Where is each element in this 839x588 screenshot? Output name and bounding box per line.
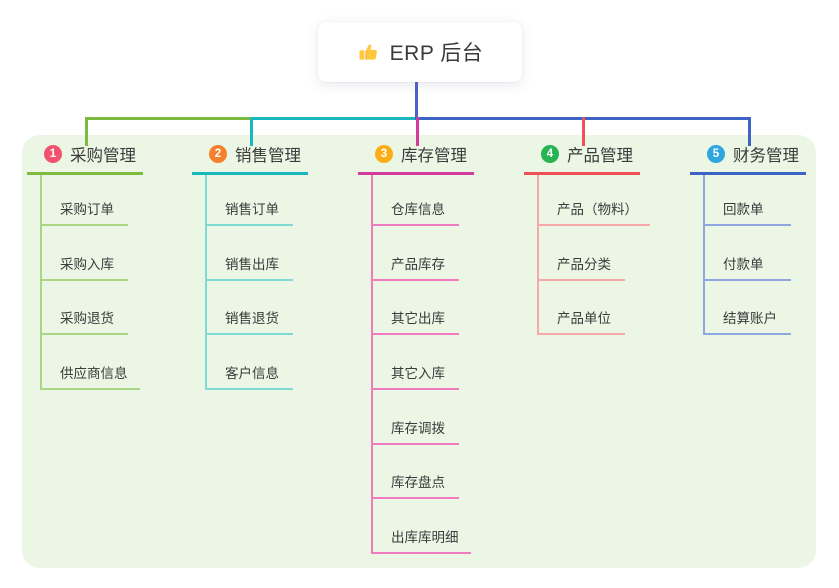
branch-1: 1 采购管理 采购订单采购入库采购退货供应商信息 bbox=[27, 135, 143, 391]
child-label: 产品单位 bbox=[557, 311, 611, 327]
child-node[interactable]: 采购订单 bbox=[42, 175, 128, 226]
child-node[interactable]: 库存调拨 bbox=[373, 390, 459, 445]
branch-label: 销售管理 bbox=[235, 146, 301, 165]
drop-line-1 bbox=[85, 116, 88, 146]
child-label: 库存盘点 bbox=[391, 475, 445, 491]
branch-3: 3 库存管理 仓库信息产品库存其它出库其它入库库存调拨库存盘点出库库明细 bbox=[358, 135, 474, 555]
child-label: 付款单 bbox=[723, 256, 764, 272]
child-label: 供应商信息 bbox=[60, 366, 128, 382]
drop-line-2 bbox=[250, 116, 253, 146]
branch-header[interactable]: 4 产品管理 bbox=[524, 135, 640, 175]
branch-header[interactable]: 2 销售管理 bbox=[192, 135, 308, 175]
child-label: 出库库明细 bbox=[391, 530, 459, 546]
bus-line-sales bbox=[250, 116, 418, 120]
child-node[interactable]: 销售退货 bbox=[207, 281, 293, 336]
child-label: 结算账户 bbox=[723, 311, 777, 327]
child-label: 库存调拨 bbox=[391, 420, 445, 436]
child-label: 其它出库 bbox=[391, 311, 445, 327]
child-label: 采购入库 bbox=[60, 256, 114, 272]
child-label: 销售订单 bbox=[225, 202, 279, 217]
branch-number-badge: 3 bbox=[375, 144, 393, 163]
branch-5: 5 财务管理 回款单付款单结算账户 bbox=[690, 135, 806, 336]
branch-4: 4 产品管理 产品（物料） 产品分类产品单位 bbox=[524, 135, 650, 336]
branch-number-badge: 2 bbox=[209, 144, 227, 163]
child-node[interactable]: 结算账户 bbox=[705, 281, 791, 336]
child-node[interactable]: 产品单位 bbox=[539, 281, 625, 336]
branch-header[interactable]: 5 财务管理 bbox=[690, 135, 806, 175]
drop-line-5 bbox=[748, 116, 751, 146]
child-node[interactable]: 其它入库 bbox=[373, 335, 459, 391]
child-node[interactable]: 付款单 bbox=[705, 226, 791, 281]
child-label: 仓库信息 bbox=[391, 202, 445, 217]
branch-number-badge: 1 bbox=[44, 144, 62, 163]
branch-label: 财务管理 bbox=[733, 146, 799, 165]
child-node[interactable]: 出库库明细 bbox=[373, 499, 471, 555]
branch-label: 库存管理 bbox=[401, 146, 467, 165]
child-node[interactable]: 采购入库 bbox=[42, 226, 128, 281]
child-node[interactable]: 回款单 bbox=[705, 175, 791, 226]
child-label: 产品分类 bbox=[557, 256, 611, 272]
child-node[interactable]: 仓库信息 bbox=[373, 175, 459, 226]
child-label: 产品库存 bbox=[391, 256, 445, 272]
child-node[interactable]: 库存盘点 bbox=[373, 445, 459, 500]
child-node[interactable]: 采购退货 bbox=[42, 281, 128, 336]
child-label: 其它入库 bbox=[391, 366, 445, 382]
branch-children: 回款单付款单结算账户 bbox=[703, 175, 806, 336]
child-node[interactable]: 客户信息 bbox=[207, 335, 293, 391]
branch-children: 产品（物料） 产品分类产品单位 bbox=[537, 175, 650, 336]
branch-children: 销售订单销售出库销售退货客户信息 bbox=[205, 175, 308, 391]
child-label: 产品（物料） bbox=[557, 202, 638, 217]
thumbs-up-icon bbox=[357, 41, 380, 64]
branch-2: 2 销售管理 销售订单销售出库销售退货客户信息 bbox=[192, 135, 308, 391]
branch-number-badge: 4 bbox=[541, 144, 559, 163]
drop-line-3 bbox=[416, 116, 419, 146]
branch-number-badge: 5 bbox=[707, 144, 725, 163]
child-node[interactable]: 销售出库 bbox=[207, 226, 293, 281]
child-label: 客户信息 bbox=[225, 366, 279, 382]
child-label: 销售退货 bbox=[225, 311, 279, 327]
branch-children: 仓库信息产品库存其它出库其它入库库存调拨库存盘点出库库明细 bbox=[371, 175, 474, 555]
child-node[interactable]: 产品分类 bbox=[539, 226, 625, 281]
child-node[interactable]: 产品库存 bbox=[373, 226, 459, 281]
mindmap-panel bbox=[22, 135, 816, 568]
branch-header[interactable]: 1 采购管理 bbox=[27, 135, 143, 175]
branch-label: 产品管理 bbox=[567, 146, 633, 165]
root-title: ERP 后台 bbox=[389, 42, 484, 65]
drop-line-4 bbox=[582, 116, 585, 146]
branch-label: 采购管理 bbox=[70, 146, 136, 165]
child-node[interactable]: 销售订单 bbox=[207, 175, 293, 226]
branch-children: 采购订单采购入库采购退货供应商信息 bbox=[40, 175, 143, 391]
child-node[interactable]: 供应商信息 bbox=[42, 335, 140, 391]
child-label: 采购订单 bbox=[60, 202, 114, 217]
child-label: 销售出库 bbox=[225, 256, 279, 272]
child-label: 回款单 bbox=[723, 202, 764, 217]
child-label: 采购退货 bbox=[60, 311, 114, 327]
child-node[interactable]: 产品（物料） bbox=[539, 175, 650, 226]
branch-header[interactable]: 3 库存管理 bbox=[358, 135, 474, 175]
root-connector-line bbox=[415, 82, 418, 120]
child-node[interactable]: 其它出库 bbox=[373, 281, 459, 336]
root-node[interactable]: ERP 后台 bbox=[318, 22, 522, 82]
